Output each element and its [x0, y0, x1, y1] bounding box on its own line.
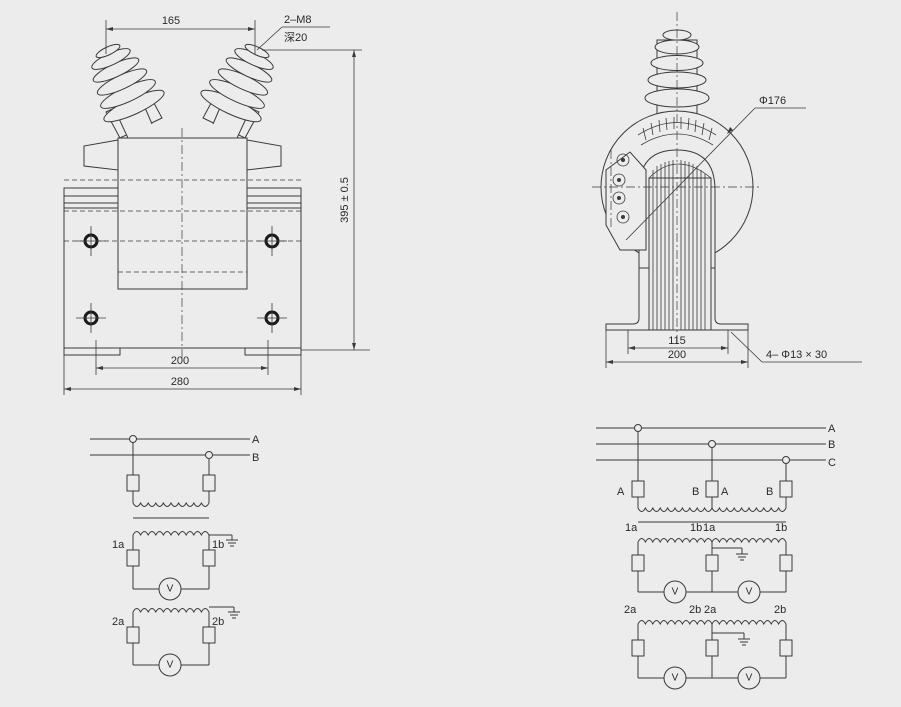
- dim-200-side-label: 200: [668, 349, 686, 361]
- voltmeter-2-label: V: [167, 660, 174, 671]
- primary-terminal-a: [126, 474, 140, 492]
- phase-a-label: A: [252, 434, 260, 446]
- label-3p-2a-right: 2a: [704, 604, 717, 616]
- label-2a: 2a: [112, 616, 125, 628]
- laminated-core: [648, 160, 712, 331]
- front-view: 165 2–M8 深20 395 ± 0.5 200: [63, 14, 370, 395]
- primary-label-b2: B: [766, 486, 773, 498]
- right-foot-side: [710, 267, 749, 331]
- left-foot: [63, 347, 121, 356]
- secondary-winding-2: [132, 608, 210, 614]
- dim-280-label: 280: [171, 376, 189, 388]
- voltmeter-3p-3-label: V: [672, 673, 679, 684]
- thread-spec: 2–M8: [284, 14, 312, 26]
- phase-b-label: B: [252, 452, 259, 464]
- voltmeter-3p-4: [737, 666, 761, 690]
- dim-115-label: 115: [668, 335, 686, 347]
- voltmeter-3p-2: [737, 580, 761, 604]
- thread-callout: 2–M8 深20: [256, 14, 330, 51]
- primary-winding: [132, 501, 210, 507]
- label-2b: 2b: [212, 616, 224, 628]
- mount-bolts: [76, 226, 287, 333]
- main-body: [117, 137, 248, 290]
- terminal-plate: [605, 151, 647, 251]
- label-3p-1b-left: 1b: [690, 522, 702, 534]
- dim-diameter-label: Φ176: [759, 95, 786, 107]
- voltmeter-1-label: V: [167, 584, 174, 595]
- left-bushing: [91, 43, 165, 139]
- thread-depth: 深20: [284, 31, 307, 44]
- dim-200-side: 200: [605, 330, 749, 368]
- dim-165-label: 165: [162, 15, 180, 27]
- wiring-three-phase: A B C A B A B 1a 1b 1a 1b: [596, 423, 836, 690]
- left-foot-side: [605, 267, 650, 331]
- label-3p-2b-right: 2b: [774, 604, 786, 616]
- top-bushing: [644, 29, 710, 126]
- label-3p-1a-right: 1a: [703, 522, 716, 534]
- label-1a: 1a: [112, 539, 125, 551]
- right-bushing: [200, 43, 274, 139]
- phase-c-label-3p: C: [828, 457, 836, 469]
- primary-label-a2: A: [721, 486, 729, 498]
- voltmeter-3p-4-label: V: [746, 673, 753, 684]
- label-3p-1b-right: 1b: [775, 522, 787, 534]
- voltmeter-2: [158, 653, 182, 677]
- terminal-studs: [612, 153, 630, 224]
- dim-200-front: 200: [95, 340, 269, 375]
- primary-label-b1: B: [692, 486, 699, 498]
- dim-height-label: 395 ± 0.5: [339, 177, 351, 223]
- wiring-single-phase: A B 1a 1b V: [90, 434, 260, 677]
- voltmeter-3p-3: [663, 666, 687, 690]
- dim-200-label: 200: [171, 355, 189, 367]
- label-3p-2b-left: 2b: [689, 604, 701, 616]
- label-3p-1a-left: 1a: [625, 522, 638, 534]
- label-1b: 1b: [212, 539, 224, 551]
- side-view: Φ176 115 200 4– Φ13 × 30: [592, 12, 862, 368]
- primary-terminal-b: [202, 474, 216, 492]
- right-foot: [244, 347, 302, 356]
- left-boss: [83, 139, 119, 171]
- dim-165: 165: [105, 15, 256, 54]
- primary-label-a1: A: [617, 486, 625, 498]
- label-3p-2a-left: 2a: [624, 604, 637, 616]
- dim-115: 115: [627, 330, 729, 354]
- voltmeter-3p-2-label: V: [746, 587, 753, 598]
- voltmeter-3p-1: [663, 580, 687, 604]
- phase-a-label-3p: A: [828, 423, 836, 435]
- dim-diameter: Φ176: [625, 95, 806, 241]
- dim-holes: 4– Φ13 × 30: [730, 331, 862, 363]
- secondary-winding-1: [132, 531, 210, 537]
- dim-280: 280: [63, 355, 302, 395]
- right-boss: [246, 139, 282, 171]
- voltmeter-1: [158, 577, 182, 601]
- dim-height: 395 ± 0.5: [262, 49, 370, 351]
- voltmeter-3p-1-label: V: [672, 587, 679, 598]
- phase-b-label-3p: B: [828, 439, 835, 451]
- dim-holes-label: 4– Φ13 × 30: [766, 349, 827, 361]
